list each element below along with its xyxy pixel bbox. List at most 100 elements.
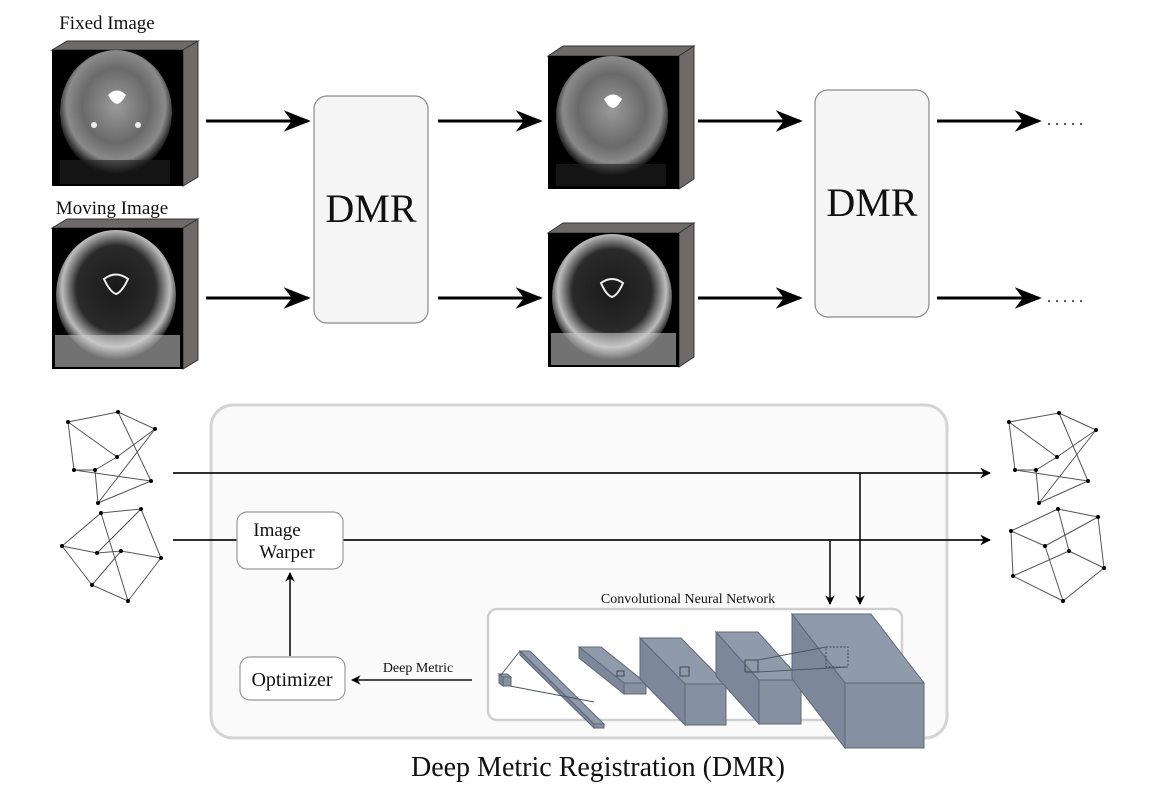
cube-edge — [61, 545, 98, 554]
cube-edge — [1068, 550, 1105, 569]
cube-vertex — [1102, 566, 1106, 570]
cube-edge — [117, 411, 156, 430]
moving-image-label: Moving Image — [56, 198, 168, 219]
cube-vertex — [96, 501, 100, 505]
cube-vertex — [116, 410, 120, 414]
cube-vertex — [1043, 544, 1047, 548]
input-moving-cube-icon — [60, 507, 163, 603]
cnn-layer-6-front — [844, 682, 925, 749]
cube-vertex — [99, 511, 103, 515]
cube-vertex — [1056, 507, 1060, 511]
cube-edge — [91, 550, 122, 586]
cube-edge — [1057, 508, 1099, 518]
cnn-label: Convolutional Neural Network — [601, 592, 775, 607]
cube-vertex — [1057, 411, 1061, 415]
fixed-image-label: Fixed Image — [59, 13, 155, 34]
receptive-guide-1 — [500, 650, 521, 676]
cube-edge — [1008, 421, 1016, 471]
output-moving-cube-icon — [1009, 507, 1106, 603]
cube-edge — [1044, 545, 1064, 602]
cube-edge — [97, 480, 152, 504]
cube-edge — [73, 469, 152, 482]
cube-edge — [1010, 530, 1046, 547]
cube-edge — [120, 550, 162, 559]
kernel-window-3 — [679, 666, 690, 677]
cube-vertex — [1061, 599, 1065, 603]
dmr-block-2-label: DMR — [826, 180, 917, 225]
cube-edge — [67, 421, 75, 471]
cube-vertex — [60, 544, 64, 548]
cube-edge — [1056, 429, 1097, 458]
cube-edge — [140, 508, 162, 559]
cube-vertex — [1013, 468, 1017, 472]
image-warper-label-line2: Warper — [259, 542, 315, 563]
cube-edge — [127, 557, 162, 602]
receptive-guide-2 — [509, 685, 595, 703]
cube-vertex — [90, 583, 94, 587]
cube-edge — [61, 512, 102, 547]
cube-vertex — [115, 455, 119, 459]
cube-vertex — [1094, 428, 1098, 432]
cube-edge — [67, 421, 118, 458]
cube-edge — [61, 545, 93, 586]
cube-edge — [100, 508, 142, 514]
cube-edge — [1097, 516, 1105, 569]
cube-edge — [94, 456, 118, 471]
cube-vertex — [126, 599, 130, 603]
cube-vertex — [1009, 529, 1013, 533]
dmr-block-2: DMR — [814, 89, 930, 318]
cube-edge — [116, 428, 156, 458]
cube-edge — [1057, 508, 1070, 552]
cube-vertex — [1086, 479, 1090, 483]
cnn-layers — [497, 612, 926, 750]
cube-vertex — [1011, 574, 1015, 578]
moving-image-volume — [50, 218, 200, 370]
cube-edge — [1010, 508, 1059, 532]
moving-continuation-dots: . . . . . — [1047, 289, 1083, 306]
image-warper-label-line1: Image — [253, 520, 300, 541]
receptive-guide-4 — [757, 666, 849, 673]
kernel-window-4 — [744, 659, 759, 673]
figure-caption: Deep Metric Registration (DMR) — [411, 752, 785, 783]
cube-vertex — [1037, 501, 1041, 505]
kernel-window-5 — [825, 646, 849, 668]
intermediate-fixed-volume — [546, 45, 696, 190]
cnn-layer-5-front — [758, 679, 802, 725]
cnn-layer-3-front — [623, 682, 647, 695]
cube-edge — [1008, 412, 1060, 423]
cube-edge — [1038, 480, 1089, 504]
optimizer-node: Optimizer — [239, 656, 346, 701]
cube-vertex — [149, 479, 153, 483]
cnn-layer-2-front — [593, 723, 605, 729]
fixed-image-volume — [50, 40, 200, 187]
cube-edge — [1044, 516, 1099, 547]
cube-edge — [1012, 550, 1070, 577]
cube-edge — [100, 512, 129, 602]
cube-vertex — [1067, 549, 1071, 553]
cube-edge — [1010, 530, 1014, 577]
cube-edge — [1038, 429, 1097, 504]
cnn-layer-4-front — [684, 683, 727, 726]
output-fixed-cube-icon — [1007, 411, 1098, 505]
optimizer-label: Optimizer — [251, 669, 332, 691]
cube-vertex — [139, 507, 143, 511]
fixed-continuation-dots: . . . . . — [1047, 112, 1083, 129]
cube-vertex — [153, 427, 157, 431]
cube-edge — [1035, 456, 1058, 471]
cube-edge — [117, 411, 152, 482]
cube-vertex — [72, 468, 76, 472]
cube-vertex — [159, 556, 163, 560]
cube-edge — [97, 428, 156, 504]
cube-vertex — [1034, 468, 1038, 472]
dmr-block-1-label: DMR — [325, 186, 416, 231]
cube-edge — [1058, 412, 1089, 482]
cube-vertex — [1007, 420, 1011, 424]
image-warper-node: Image Warper — [236, 511, 344, 570]
receptive-guide-3 — [757, 646, 827, 661]
cnn-layer-1-front — [502, 676, 512, 687]
cube-edge — [1012, 575, 1064, 602]
cube-edge — [96, 550, 122, 554]
cube-vertex — [1096, 515, 1100, 519]
cube-edge — [1014, 469, 1089, 482]
